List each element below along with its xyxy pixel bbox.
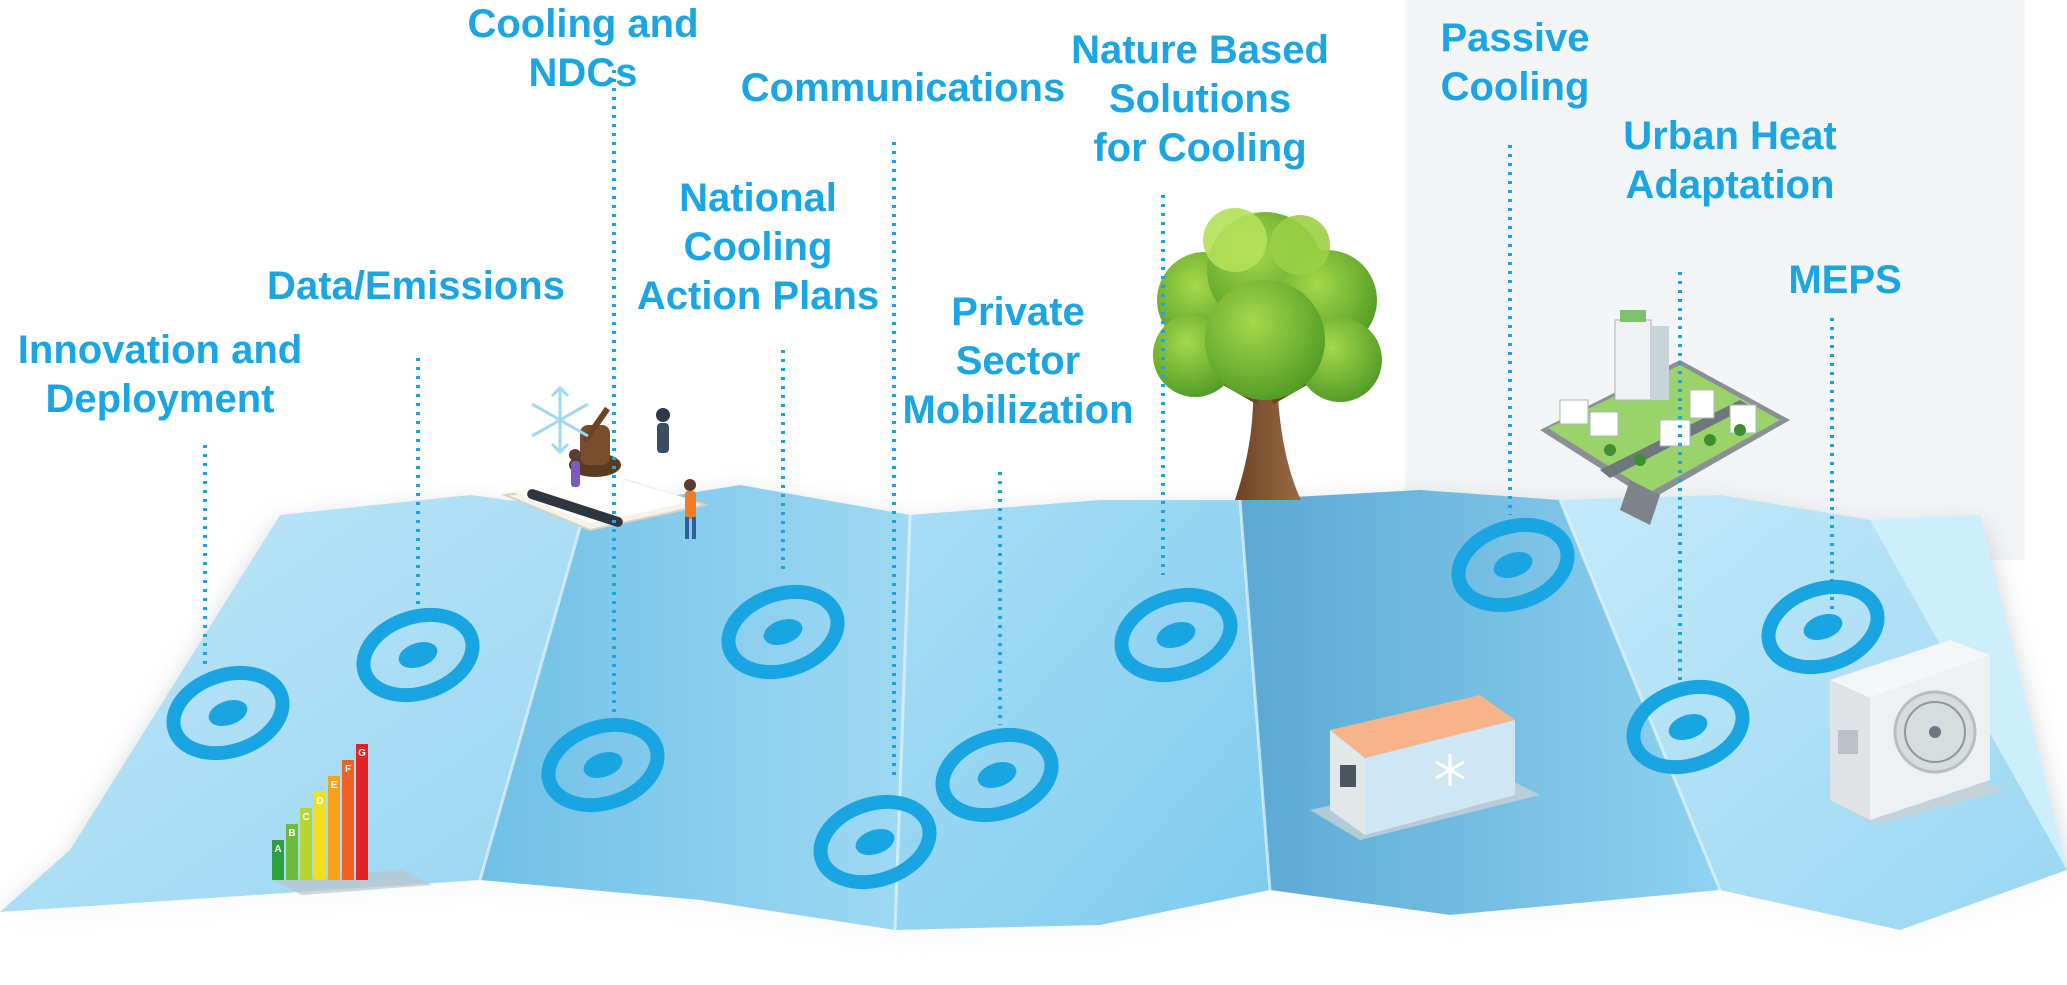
location-marker-communications[interactable] bbox=[810, 789, 940, 896]
location-marker-data-emissions[interactable] bbox=[353, 602, 483, 709]
label-innovation-and-deployment: Innovation and Deployment bbox=[17, 328, 303, 421]
energy-rating-letter: G bbox=[358, 748, 366, 759]
energy-rating-bar bbox=[342, 760, 354, 880]
city-icon bbox=[1540, 310, 1790, 525]
energy-rating-bar bbox=[328, 776, 340, 880]
label-passive-cooling: Passive Cooling bbox=[1440, 16, 1590, 109]
location-marker-nature-based-solutions-for-cooling[interactable] bbox=[1111, 582, 1241, 689]
gavel-icon bbox=[501, 406, 709, 539]
label-urban-heat-adaptation: Urban Heat Adaptation bbox=[1623, 114, 1837, 207]
energy-rating-letter: C bbox=[302, 812, 309, 823]
label-cooling-and-ndcs: Cooling and NDCs bbox=[467, 2, 699, 95]
snowflake-icon bbox=[531, 385, 589, 455]
location-marker-meps[interactable] bbox=[1758, 574, 1888, 681]
air-conditioner-icon bbox=[1830, 640, 2005, 825]
energy-rating-letter: D bbox=[316, 796, 323, 807]
energy-rating-bar bbox=[314, 792, 326, 880]
location-marker-national-cooling-action-plans[interactable] bbox=[718, 579, 848, 686]
location-marker-passive-cooling[interactable] bbox=[1448, 512, 1578, 619]
label-private-sector-mobilization: Private Sector Mobilization bbox=[902, 290, 1134, 432]
label-data-emissions: Data/Emissions bbox=[267, 264, 565, 308]
tree-icon bbox=[1153, 208, 1382, 500]
label-national-cooling-action-plans: National Cooling Action Plans bbox=[636, 176, 880, 318]
location-marker-cooling-and-ndcs[interactable] bbox=[538, 712, 668, 819]
location-marker-urban-heat-adaptation[interactable] bbox=[1623, 674, 1753, 781]
energy-rating-letter: B bbox=[288, 828, 295, 839]
energy-rating-letter: F bbox=[345, 764, 351, 775]
label-communications: Communications bbox=[740, 66, 1066, 110]
energy-rating-bar bbox=[272, 840, 284, 880]
label-meps: MEPS bbox=[1788, 258, 1902, 302]
energy-rating-letter: E bbox=[331, 780, 338, 791]
refrigerator-icon bbox=[1310, 695, 1540, 840]
energy-rating-letter: A bbox=[274, 844, 281, 855]
energy-rating-bar bbox=[356, 744, 368, 880]
energy-rating-bar bbox=[286, 824, 298, 880]
energy-rating-bar bbox=[300, 808, 312, 880]
location-marker-private-sector-mobilization[interactable] bbox=[932, 722, 1062, 829]
location-marker-innovation-and-deployment[interactable] bbox=[163, 660, 293, 767]
label-nature-based-solutions: Nature Based Solutions for Cooling bbox=[1071, 28, 1329, 170]
